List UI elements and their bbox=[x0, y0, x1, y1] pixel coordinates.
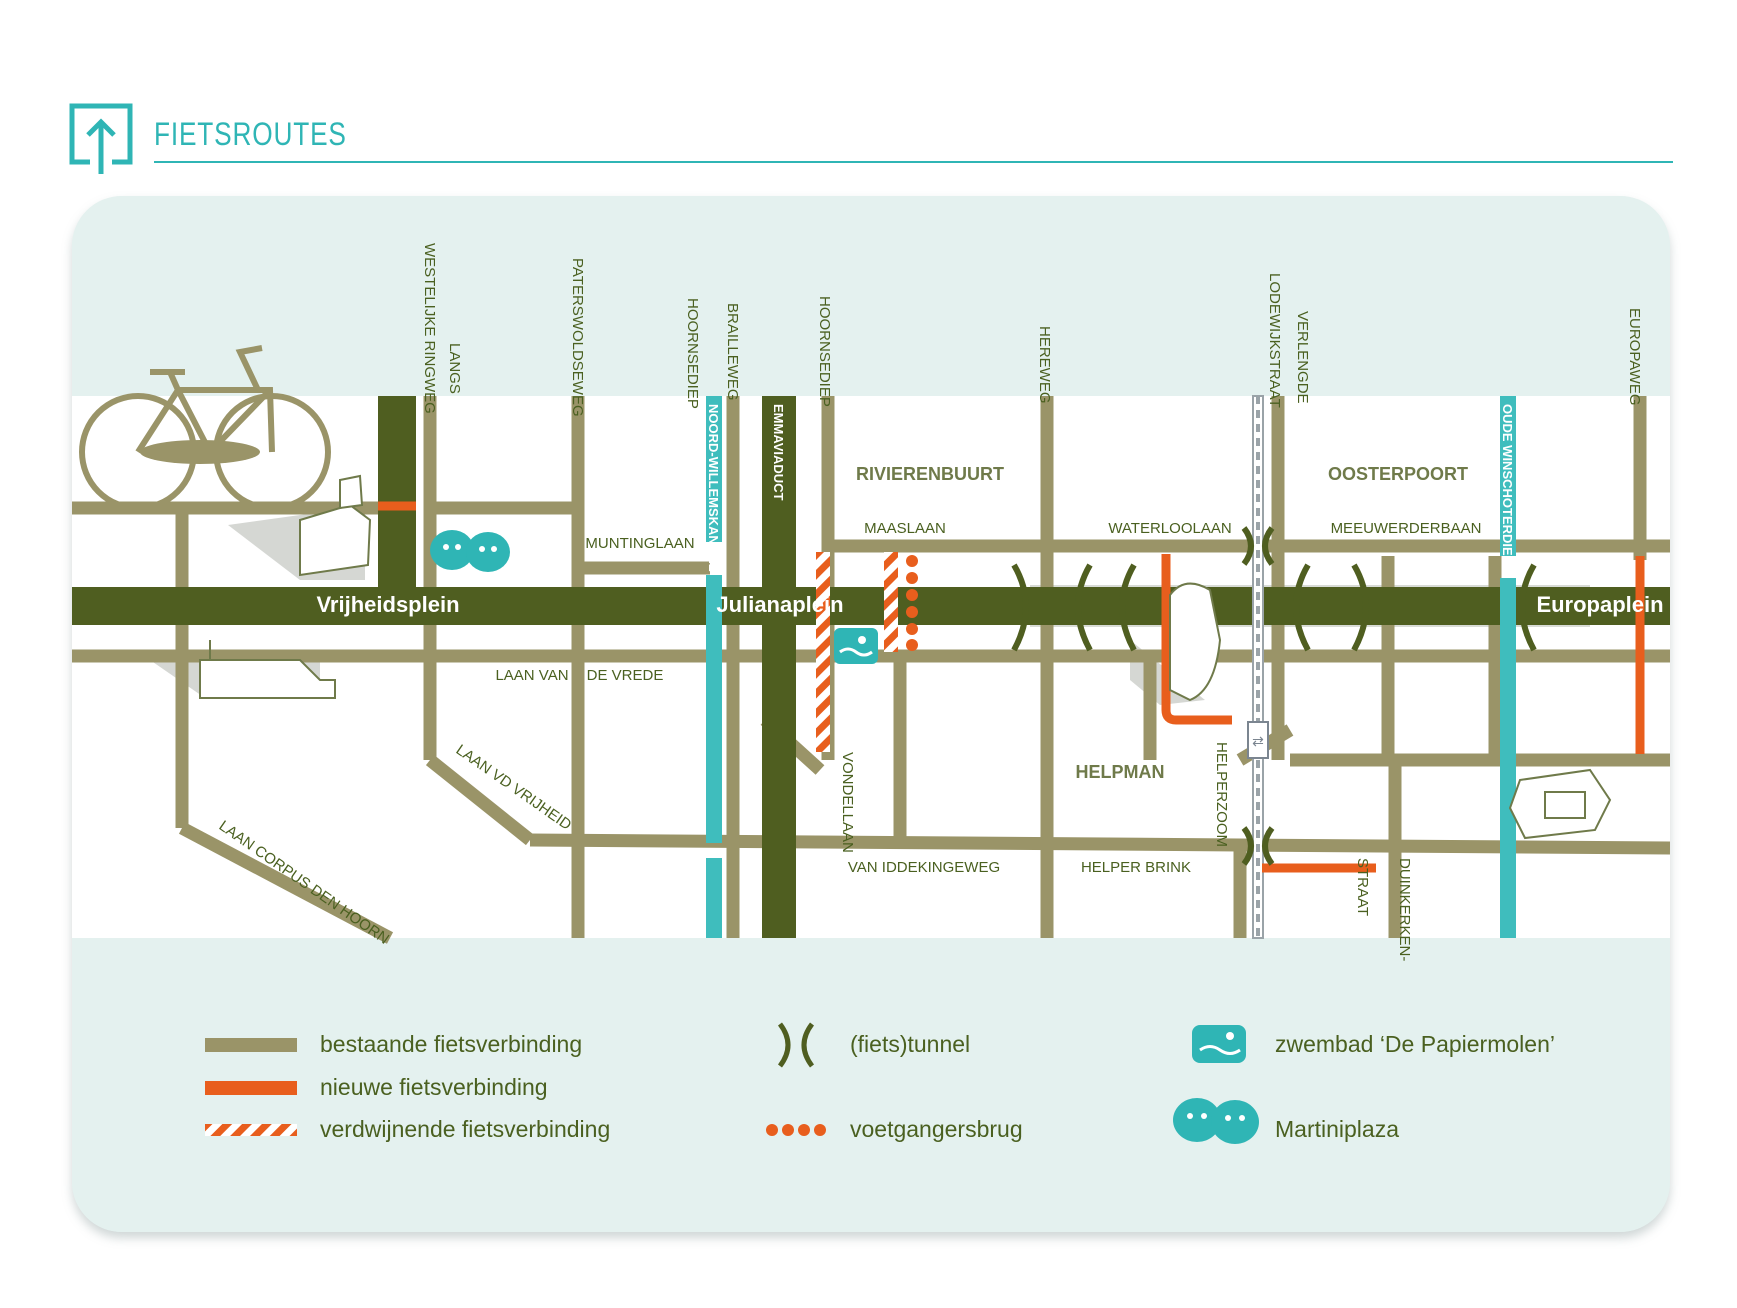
street-label: VAN IDDEKINGEWEG bbox=[848, 859, 1000, 876]
street-label: MUNTINGLAAN bbox=[585, 535, 694, 552]
bicycle-icon bbox=[140, 440, 260, 464]
road-label: EMMAVIADUCT bbox=[771, 404, 786, 501]
street-label: LODEWIJKSTRAAT bbox=[1266, 273, 1283, 408]
canal-label: NOORD-WILLEMSKANAAL bbox=[706, 404, 721, 572]
square-label: Vrijheidsplein bbox=[316, 592, 459, 617]
legend-label: nieuwe fietsverbinding bbox=[320, 1074, 548, 1100]
legend-label: zwembad ‘De Papiermolen’ bbox=[1275, 1031, 1555, 1057]
railway: ⇄ bbox=[1247, 395, 1269, 939]
disappearing-route bbox=[816, 552, 830, 752]
disappearing-route-hatch bbox=[205, 1124, 297, 1136]
street-label: HEREWEG bbox=[1036, 326, 1053, 404]
district-label: RIVIERENBUURT bbox=[856, 464, 1004, 484]
district-label: OOSTERPOORT bbox=[1328, 464, 1468, 484]
street-label: HELPER BRINK bbox=[1081, 859, 1191, 876]
map-canvas: ⇄ bbox=[72, 196, 1670, 1232]
street-label: WESTELIJKE RINGWEG bbox=[421, 243, 438, 414]
theater-masks-icon bbox=[1173, 1098, 1259, 1144]
legend-label: Martiniplaza bbox=[1275, 1116, 1399, 1142]
district-label: HELPMAN bbox=[1076, 762, 1165, 782]
canal-label: OUDE WINSCHOTERDIEP bbox=[1500, 404, 1515, 565]
square-label: Julianaplein bbox=[716, 592, 843, 617]
street-label: HOORNSEDIEP bbox=[816, 296, 833, 407]
street-label: DUINKERKEN- bbox=[1396, 858, 1413, 961]
disappearing-route bbox=[884, 552, 898, 652]
canals bbox=[706, 396, 1516, 938]
street-label: LAAN VAN bbox=[495, 667, 568, 684]
street-label: LANGS bbox=[446, 343, 463, 394]
new-routes bbox=[378, 501, 1645, 873]
swimming-pool-icon bbox=[834, 628, 878, 664]
street-label: BRAILLEWEG bbox=[724, 303, 741, 401]
street-label: VONDELLAAN bbox=[839, 752, 856, 853]
tunnel-icon bbox=[777, 1022, 815, 1068]
street-label: HOORNSEDIEP bbox=[684, 298, 701, 409]
upload-arrow-icon bbox=[69, 103, 133, 174]
stadium-icon bbox=[1508, 768, 1612, 840]
street-label: VERLENGDE bbox=[1294, 311, 1311, 404]
footbridge-dots bbox=[766, 1124, 826, 1136]
footbridge-dots bbox=[906, 555, 918, 651]
street-label: HELPERZOOM bbox=[1213, 742, 1230, 847]
building-icon bbox=[199, 640, 336, 699]
legend-label: verdwijnende fietsverbinding bbox=[320, 1116, 610, 1142]
theater-masks-icon bbox=[430, 530, 510, 572]
street-label: STRAAT bbox=[1354, 858, 1371, 916]
street-label: PATERSWOLDSEWEG bbox=[569, 258, 586, 417]
legend-label: bestaande fietsverbinding bbox=[320, 1031, 582, 1057]
square-label: Europaplein bbox=[1536, 592, 1663, 617]
map-panel: ⇄ bbox=[72, 196, 1670, 1232]
major-roads bbox=[72, 396, 1670, 938]
street-label: EUROPAWEG bbox=[1626, 308, 1643, 406]
legend-label: (fiets)tunnel bbox=[850, 1031, 970, 1057]
page-title: FIETSROUTES bbox=[154, 116, 347, 152]
legend: bestaande fietsverbinding nieuwe fietsve… bbox=[205, 1022, 1555, 1144]
street-label: WATERLOOLAAN bbox=[1108, 520, 1231, 537]
legend-label: voetgangersbrug bbox=[850, 1116, 1023, 1142]
page-header: FIETSROUTES bbox=[68, 102, 1673, 177]
svg-text:⇄: ⇄ bbox=[1252, 733, 1264, 749]
street-label: MAASLAAN bbox=[864, 520, 946, 537]
building-icon bbox=[1169, 582, 1222, 702]
tunnel-icon bbox=[1011, 526, 1537, 866]
new-route-line bbox=[205, 1081, 297, 1095]
street-label: DE VREDE bbox=[587, 667, 664, 684]
swimming-pool-icon bbox=[1192, 1025, 1246, 1063]
building-icon bbox=[299, 474, 372, 577]
header-divider bbox=[154, 161, 1673, 163]
existing-route-line bbox=[205, 1038, 297, 1052]
street-label: MEEUWERDERBAAN bbox=[1331, 520, 1482, 537]
